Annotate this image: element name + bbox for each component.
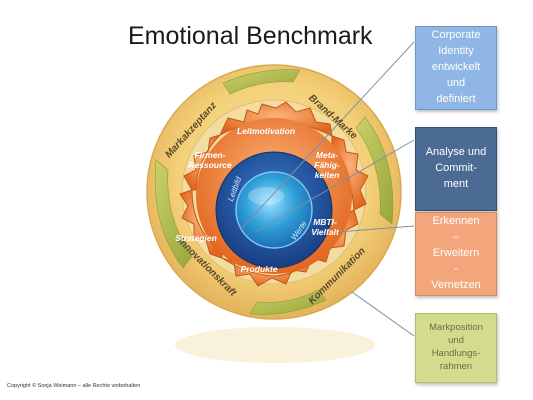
puzzle-segment-upper-left [183, 133, 222, 191]
cycle-arrow-left [154, 159, 193, 269]
info-box-analyse-commitment: Analyse und Commit- ment [415, 127, 497, 211]
info-box-erkennen-erweitern: Erkennen – Erweitern - Vernetzen [415, 212, 497, 296]
puzzle-label-mbti-vielfalt: MBTI-Vielfalt [311, 217, 340, 237]
puzzle-label-strategien: Strategien [175, 233, 217, 243]
connector-line-1 [239, 41, 415, 231]
center-core [235, 171, 313, 249]
wheel-reflection [175, 327, 375, 363]
puzzle-label-produkte: Produkte [241, 264, 278, 274]
copyright-notice: Copyright © Sonja Weimann – alle Rechte … [7, 383, 141, 389]
info-box-corporate-identity: Corporate Identity entwickelt und defini… [415, 26, 497, 110]
cycle-arrow-top [222, 69, 301, 95]
cycle-arrow-right [355, 116, 394, 225]
cycle-arrows [154, 69, 394, 315]
puzzle-label-leitmotivation: Leitmotivation [237, 126, 295, 136]
cycle-arrow-bottom [249, 289, 327, 315]
page-title: Emotional Benchmark [128, 22, 373, 50]
connector-lines [239, 41, 415, 337]
puzzle-label-meta-faehigkeiten: Meta-Fähig-keiten [314, 150, 340, 180]
connector-line-2 [254, 139, 415, 233]
connector-line-3 [337, 225, 415, 233]
puzzle-label-firmen-ressource: Firmen-Ressource [188, 150, 232, 170]
connector-line-4 [351, 291, 415, 337]
info-box-markposition: Markposition und Handlungs- rahmen [415, 313, 497, 383]
